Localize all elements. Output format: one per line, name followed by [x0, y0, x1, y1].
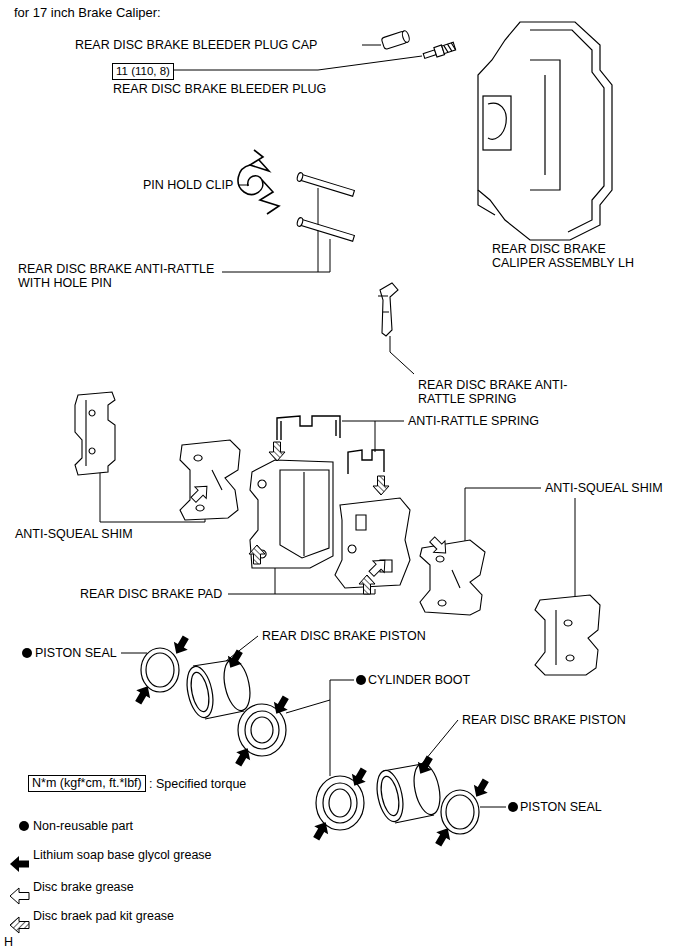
pin-hold-clip	[238, 150, 279, 214]
bleeder-parts	[381, 30, 456, 61]
pistons-seals-boots	[141, 648, 479, 834]
part-name: REAR DISC BRAKE ANTI-RATTLE WITH HOLE PI…	[18, 262, 233, 290]
part-name: REAR DISC BRAKE CALIPER ASSEMBLY LH	[492, 242, 647, 270]
page-title: for 17 inch Brake Caliper:	[14, 6, 161, 20]
torque-box: N*m (kgf*cm, ft.*lbf)	[28, 775, 146, 792]
anti-rattle-pins	[296, 172, 355, 243]
part-name: PISTON SEAL	[35, 646, 117, 660]
torque-value: 11 (110, 8)	[116, 65, 170, 77]
part-name: REAR DISC BRAKE BLEEDER PLUG CAP	[75, 38, 317, 52]
part-name: ANTI-RATTLE SPRING	[408, 414, 539, 428]
legend-text: Disc brake grease	[33, 880, 134, 894]
legend-note: : Specified torque	[149, 777, 246, 791]
part-name: ANTI-SQUEAL SHIM	[545, 481, 663, 495]
figure-code: H	[4, 935, 13, 949]
non-reusable-dots	[19, 648, 518, 831]
part-name: REAR DISC BRAKE PISTON	[462, 713, 626, 727]
part-name: REAR DISC BRAKE PISTON	[262, 629, 426, 643]
part-name: REAR DISC BRAKE BLEEDER PLUG	[113, 82, 326, 96]
part-name: PISTON SEAL	[520, 800, 602, 814]
legend-text: Lithium soap base glycol grease	[33, 848, 212, 862]
anti-rattle-spring-plate	[378, 283, 398, 336]
part-name: REAR DISC BRAKE ANTI-RATTLE SPRING	[418, 378, 573, 406]
torque-box: 11 (110, 8)	[112, 63, 174, 80]
anti-squeal-shims	[75, 392, 600, 675]
legend-symbols	[10, 856, 29, 933]
part-name: REAR DISC BRAKE PAD	[80, 587, 222, 601]
brake-pads	[250, 460, 410, 588]
part-name: ANTI-SQUEAL SHIM	[15, 527, 133, 541]
part-name: PIN HOLD CLIP	[143, 178, 233, 192]
part-name: CYLINDER BOOT	[368, 673, 470, 687]
grease-arrows	[131, 442, 492, 849]
torque-value: N*m (kgf*cm, ft.*lbf)	[32, 776, 142, 790]
legend-text: Non-reusable part	[33, 819, 133, 833]
caliper-body	[478, 22, 612, 240]
legend-text: Disc braek pad kit grease	[33, 909, 174, 923]
